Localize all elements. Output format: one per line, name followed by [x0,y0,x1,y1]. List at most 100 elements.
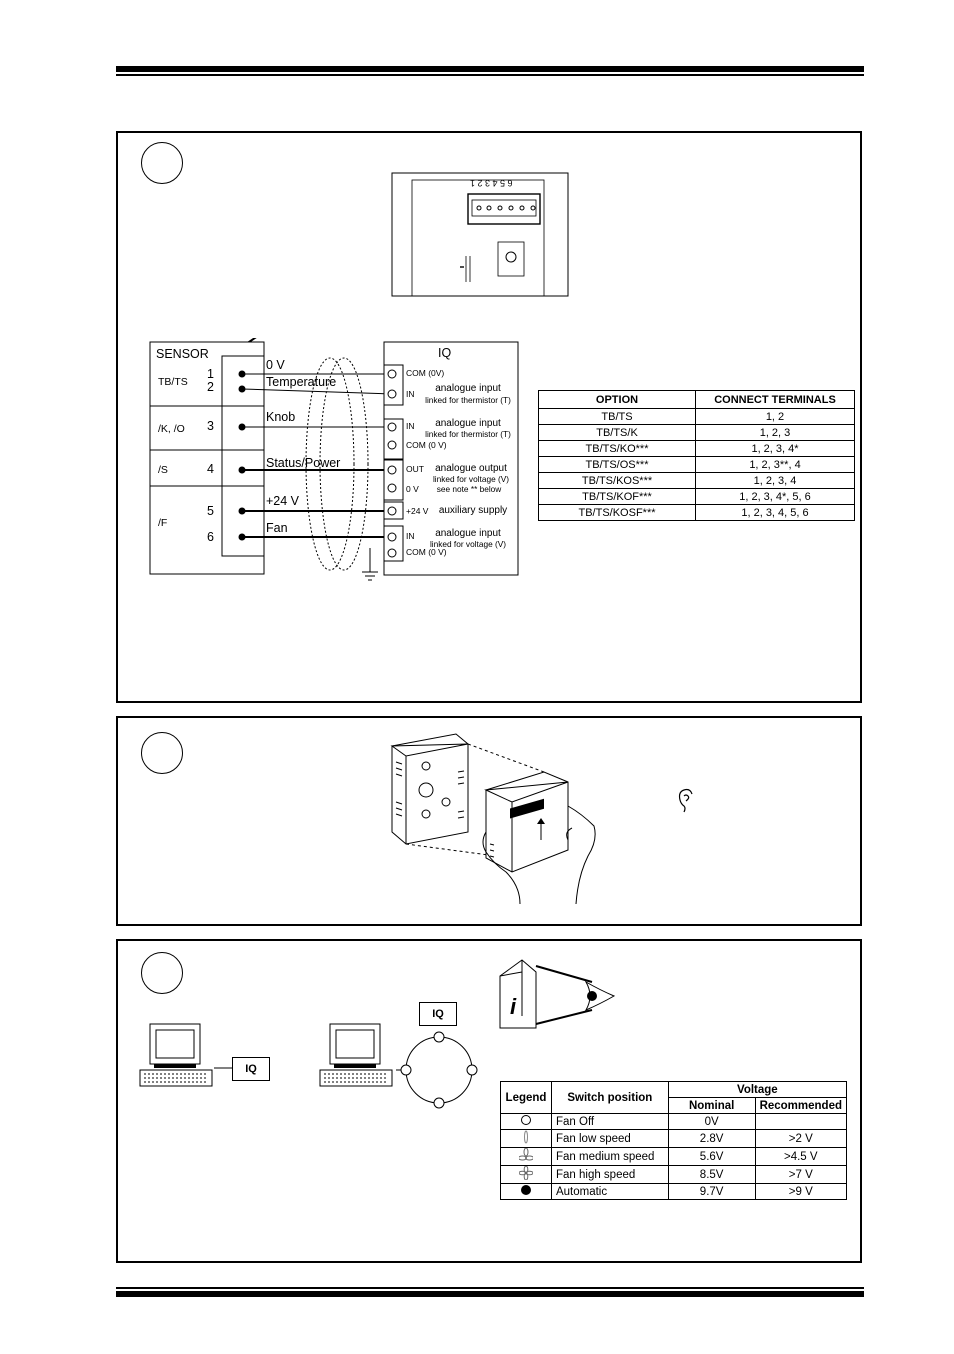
desc-aux-supply: auxiliary supply [439,505,507,516]
nominal-cell: 8.5V [667,1165,756,1184]
recommended-cell: >4.5 V [754,1147,848,1166]
iq-title: IQ [438,346,451,360]
step-circle-3 [141,952,183,994]
terminals-cell: 1, 2, 3**, 4 [695,456,855,473]
iq-port-com0v: COM (0V) [406,368,444,378]
mounting-illustration [390,733,596,904]
computer-icon-right [319,1023,393,1087]
recommended-cell: >2 V [754,1129,848,1148]
iq-port-out: OUT [406,464,424,474]
group-ko: /K, /O [158,423,185,435]
terminals-cell: 1, 2, 3, 4*, 5, 6 [695,488,855,505]
desc-analogue-output: analogue output [435,463,507,474]
table-row: TB/TS/OS***1, 2, 3**, 4 [538,456,855,473]
table-row: Fan Off 0V [500,1113,848,1130]
header-legend: Legend [500,1081,552,1114]
open-circle-icon [500,1113,552,1130]
signal-24v: +24 V [266,494,300,508]
iq-port-in-1: IN [406,389,415,399]
fan-high-icon [500,1165,552,1184]
group-s: /S [158,464,168,476]
option-cell: TB/TS/KOF*** [538,488,696,505]
fan-medium-icon [500,1147,552,1166]
desc-thermistor-2: linked for thermistor (T) [425,429,511,439]
signal-temperature: Temperature [266,375,336,389]
iq-label-ring: IQ [419,1002,457,1026]
fan-low-icon [500,1129,552,1148]
desc-analogue-input-1: analogue input [435,383,501,394]
desc-note: see note ** below [437,484,503,494]
terminal-3: 3 [207,419,214,433]
wiring-panel [116,131,862,703]
signal-0v: 0 V [266,358,285,372]
desc-voltage-in: linked for voltage (V) [430,539,506,549]
signal-knob: Knob [266,410,295,424]
option-cell: TB/TS/KOSF*** [538,504,696,521]
signal-status-power: Status/Power [266,456,340,470]
iq-port-in-2: IN [406,421,415,431]
network-ring [396,1031,478,1109]
manual-eye-illustration: i [499,959,616,1029]
desc-analogue-input-3: analogue input [435,528,501,539]
pcb-drawing: 6 5 4 3 2 1 [391,172,569,297]
header-rule-thick [116,66,864,72]
options-header-row: OPTION CONNECT TERMINALS [538,390,855,409]
network-panel [116,939,862,1263]
option-cell: TB/TS [538,408,696,425]
nominal-cell: 9.7V [667,1183,756,1200]
iq-port-24v: +24 V [406,506,429,516]
connector-left [214,1067,232,1069]
nominal-cell: 2.8V [667,1129,756,1148]
wiring-diagram: SENSOR TB/TS /K, /O /S /F 1 2 3 4 5 6 0 … [149,338,519,581]
terminal-numbers: 6 5 4 3 2 1 [470,178,513,188]
terminal-2: 2 [207,380,214,394]
terminals-cell: 1, 2, 3, 4, 5, 6 [695,504,855,521]
legend-table: Legend Switch position Voltage Nominal R… [500,1081,848,1200]
table-row: Fan high speed 8.5V >7 V [500,1165,848,1184]
filled-circle-icon [500,1183,552,1200]
iq-port-in-3: IN [406,531,415,541]
step-circle-2 [141,732,183,774]
sensor-title: SENSOR [156,347,209,361]
switch-position-cell: Fan medium speed [550,1147,669,1166]
header-recommended: Recommended [754,1097,848,1114]
options-header-option: OPTION [538,390,696,409]
option-cell: TB/TS/K [538,424,696,441]
switch-position-cell: Fan low speed [550,1129,669,1148]
iq-port-com-3: COM (0 V) [406,547,447,557]
terminals-cell: 1, 2, 3, 4* [695,440,855,457]
desc-voltage-out: linked for voltage (V) [433,474,509,484]
nominal-cell: 5.6V [667,1147,756,1166]
terminals-cell: 1, 2, 3, 4 [695,472,855,489]
recommended-cell: >9 V [754,1183,848,1200]
option-cell: TB/TS/KOS*** [538,472,696,489]
terminal-1: 1 [207,367,214,381]
computer-icon-left [139,1023,213,1087]
ear-icon [678,788,693,813]
terminals-cell: 1, 2 [695,408,855,425]
desc-analogue-input-2: analogue input [435,418,501,429]
switch-position-cell: Fan Off [550,1113,669,1130]
header-nominal: Nominal [667,1097,756,1114]
header-rule-thin [116,74,864,76]
header-voltage: Voltage [667,1081,848,1098]
table-row: TB/TS/KO***1, 2, 3, 4* [538,440,855,457]
desc-thermistor-1: linked for thermistor (T) [425,395,511,405]
footer-rule-thin [116,1287,864,1289]
table-row: Fan medium speed 5.6V >4.5 V [500,1147,848,1166]
options-header-terminals: CONNECT TERMINALS [695,390,855,409]
recommended-cell [754,1113,848,1130]
signal-fan: Fan [266,521,288,535]
nominal-cell: 0V [667,1113,756,1130]
table-row: TB/TS/KOF***1, 2, 3, 4*, 5, 6 [538,488,855,505]
header-switch-position: Switch position [550,1081,669,1114]
option-cell: TB/TS/OS*** [538,456,696,473]
switch-position-cell: Automatic [550,1183,669,1200]
mounting-panel [116,716,862,926]
table-row: Automatic 9.7V >9 V [500,1183,848,1200]
info-icon: i [510,994,517,1019]
iq-port-com-2: COM (0 V) [406,440,447,450]
group-f: /F [158,517,167,529]
